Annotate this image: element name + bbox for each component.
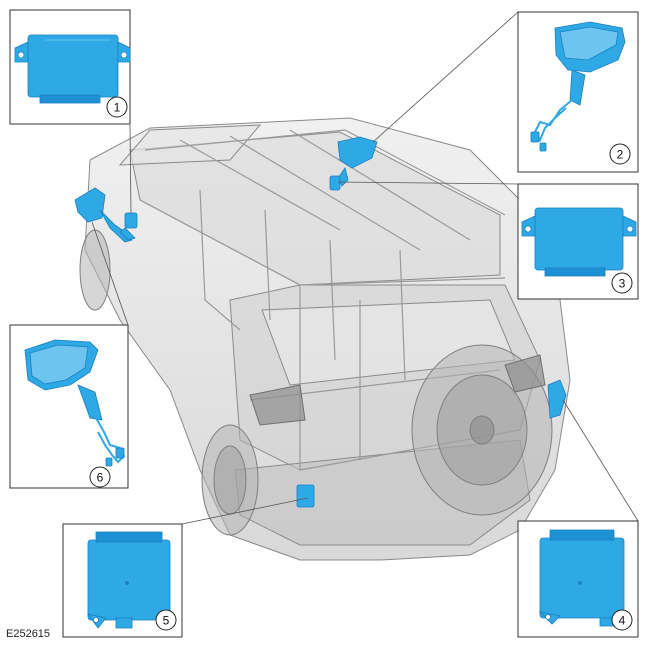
control-module-icon — [521, 207, 637, 277]
control-module-icon — [87, 531, 171, 629]
callout-frame-4: 4 — [517, 520, 639, 638]
callout-frame-6: 6 — [9, 324, 129, 489]
callout-frame-2: 2 — [517, 11, 639, 173]
control-module-icon — [14, 34, 131, 104]
callout-number-6: 6 — [97, 471, 104, 485]
callout-frame-3: 3 — [517, 183, 639, 300]
exterior-mirror-icon — [530, 21, 626, 152]
vehicle-tail-lights — [249, 354, 546, 426]
callout-number-1: 1 — [114, 101, 121, 115]
leader-lines — [91, 11, 639, 525]
figure-reference: E252615 — [6, 628, 51, 640]
exterior-mirror-icon — [24, 339, 126, 467]
callout-number-2: 2 — [617, 148, 624, 162]
callout-number-4: 4 — [619, 614, 626, 628]
callout-frame-5: 5 — [62, 523, 183, 638]
vehicle-highlights — [74, 136, 567, 508]
callout-number-3: 3 — [619, 277, 626, 291]
callout-frame-1: 1 — [9, 9, 131, 125]
control-module-icon — [538, 529, 625, 627]
callout-number-5: 5 — [163, 614, 170, 628]
